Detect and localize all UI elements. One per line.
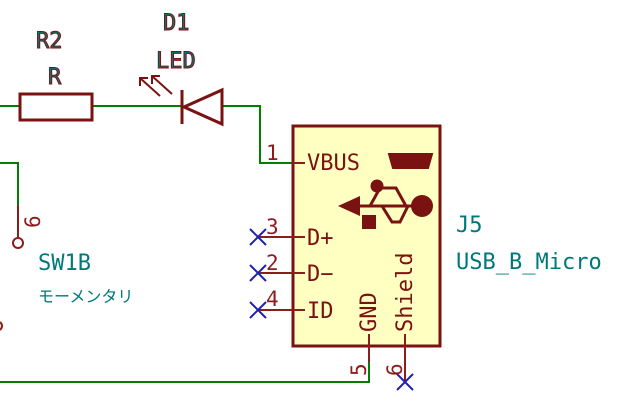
resistor-r2-body	[18, 92, 94, 122]
pin-number-dplus: 3	[266, 215, 279, 239]
pin-name-vbus: VBUS	[307, 151, 360, 176]
led-d1-value: LED	[156, 49, 196, 74]
led-emission-arrows-icon	[139, 75, 173, 97]
wire-led-to-vbus	[222, 105, 291, 164]
connector-j5: 1 3 2 4 5 6 VBUS D+ D− ID GND Shield J5 …	[249, 124, 602, 391]
led-d1: D1 LED	[139, 11, 224, 127]
switch-sw1b-contact	[12, 237, 24, 249]
no-connect-x-icon	[249, 301, 267, 319]
no-connect-x-icon	[396, 373, 414, 391]
connector-j5-ref: J5	[456, 213, 483, 238]
pin-name-dminus: D−	[307, 262, 334, 287]
switch-sw1b: 6 SW1B モーメンタリ	[12, 205, 133, 306]
connector-j5-pin-stubs	[258, 162, 406, 382]
led-d1-triangle	[180, 87, 224, 127]
wire-edge-fragment	[0, 321, 3, 331]
usb-symbol-icon	[338, 179, 433, 229]
usb-micro-receptacle-icon	[387, 153, 434, 169]
pin-number-id: 4	[266, 287, 279, 311]
pin-name-shield: Shield	[393, 253, 418, 332]
led-d1-ref: D1	[163, 11, 190, 36]
pin-name-id: ID	[307, 299, 334, 324]
wires	[0, 105, 370, 383]
resistor-r2: R2 R	[18, 29, 94, 122]
pin-name-gnd: GND	[357, 292, 382, 332]
switch-sw1b-value: モーメンタリ	[38, 287, 133, 306]
no-connect-markers	[249, 228, 414, 391]
switch-sw1b-ref: SW1B	[38, 251, 91, 276]
pin-name-dplus: D+	[307, 226, 334, 251]
wire-sw1b-pin	[0, 162, 19, 205]
pin-number-vbus: 1	[266, 141, 279, 165]
pin-number-gnd: 5	[347, 363, 371, 376]
connector-j5-value: USB_B_Micro	[456, 250, 602, 275]
pin-number-dminus: 2	[266, 251, 279, 275]
pin-number-shield: 6	[383, 363, 407, 376]
wire-gnd-bottom	[0, 362, 370, 383]
switch-sw1b-pin-number: 6	[21, 215, 45, 228]
resistor-r2-value: R	[48, 65, 62, 90]
resistor-r2-ref: R2	[36, 29, 63, 54]
no-connect-x-icon	[249, 228, 267, 246]
no-connect-x-icon	[249, 264, 267, 282]
